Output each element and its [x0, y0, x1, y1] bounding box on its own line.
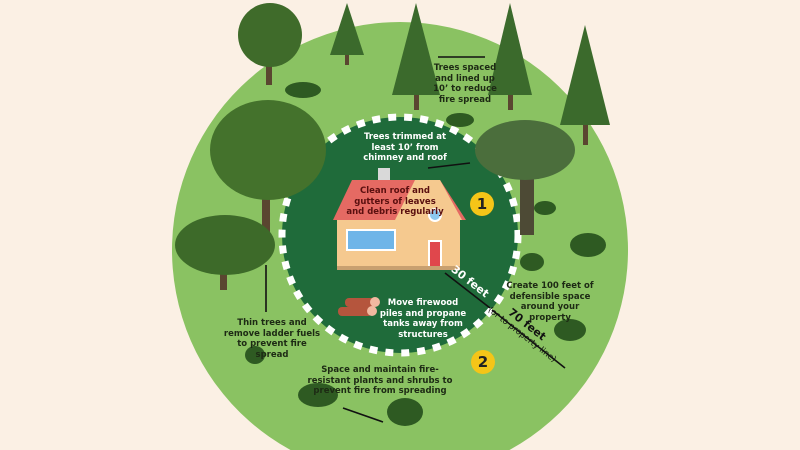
- label-fire-resistant-plants: Space and maintain fire-resistant plants…: [307, 365, 453, 396]
- trees: [175, 3, 610, 290]
- zone-1-badge: 1: [470, 192, 494, 216]
- deciduous-tree-icon: [175, 215, 275, 290]
- thirty-feet-arrow: [444, 272, 491, 309]
- zone-2-badge: 2: [471, 350, 495, 374]
- label-trees-spaced: Trees spaced and lined up 10’ to reduce …: [433, 63, 497, 105]
- label-clean-roof: Clean roof and gutters of leaves and deb…: [346, 186, 444, 217]
- label-defensible-space: Create 100 feet of defensible space arou…: [506, 281, 594, 323]
- conifer-tree-icon: [560, 25, 610, 145]
- arrows: [265, 56, 566, 423]
- deciduous-tree-icon: [210, 100, 326, 250]
- deciduous-tree-icon: [238, 3, 302, 85]
- shrubs: [245, 82, 606, 426]
- seventy-feet-arrow: [491, 309, 566, 369]
- conifer-tree-icon: [392, 3, 440, 110]
- label-trees-trimmed: Trees trimmed at least 10’ from chimney …: [363, 132, 447, 163]
- palm-tree-icon: [475, 120, 575, 235]
- label-thin-trees: Thin trees and remove ladder fuels to pr…: [223, 318, 321, 360]
- label-firewood: Move firewood piles and propane tanks aw…: [379, 298, 467, 340]
- plant-spacing-arrow: [342, 407, 384, 423]
- firewood-icon: [338, 297, 380, 316]
- conifer-tree-icon: [488, 3, 532, 110]
- house-icon: [333, 168, 466, 270]
- inner-zone-border: [278, 113, 522, 357]
- conifer-tree-icon: [330, 3, 364, 65]
- chimney-distance-arrow: [427, 162, 471, 169]
